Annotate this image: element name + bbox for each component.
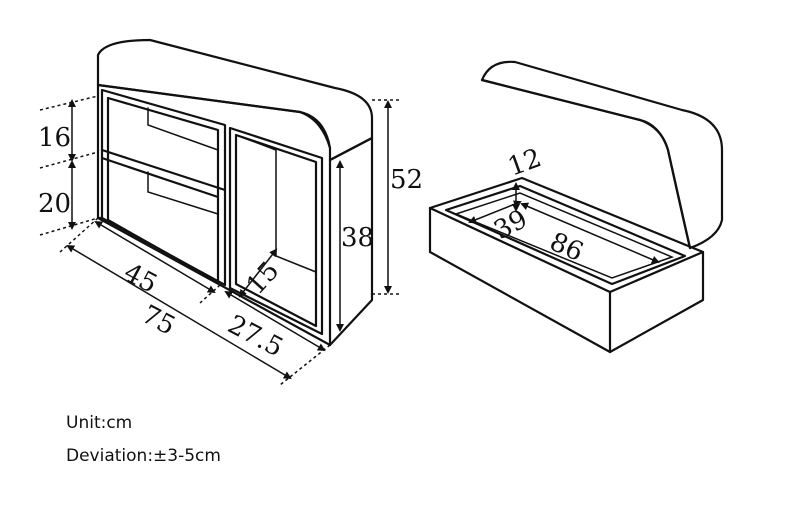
label-shelf-top-height: 16: [38, 123, 71, 153]
label-side-depth: 15: [241, 256, 285, 301]
label-total-width: 75: [137, 300, 180, 342]
storage-box-dimension-lines: [468, 182, 660, 264]
cabinet-drawing: [96, 38, 374, 347]
label-storage-inner-width: 39: [489, 204, 532, 246]
label-side-compartment-height: 38: [341, 223, 374, 253]
unit-note: Unit:cm: [66, 413, 133, 433]
storage-box-drawing: [428, 60, 724, 354]
label-total-height: 52: [390, 165, 423, 195]
label-shelf-bottom-height: 20: [38, 189, 71, 219]
label-storage-inner-length: 86: [545, 227, 587, 268]
label-left-width: 45: [119, 258, 162, 300]
label-lid-depth: 12: [504, 143, 545, 183]
cabinet-dimension-lines: [39, 95, 400, 386]
deviation-note: Deviation:±3-5cm: [66, 446, 221, 466]
